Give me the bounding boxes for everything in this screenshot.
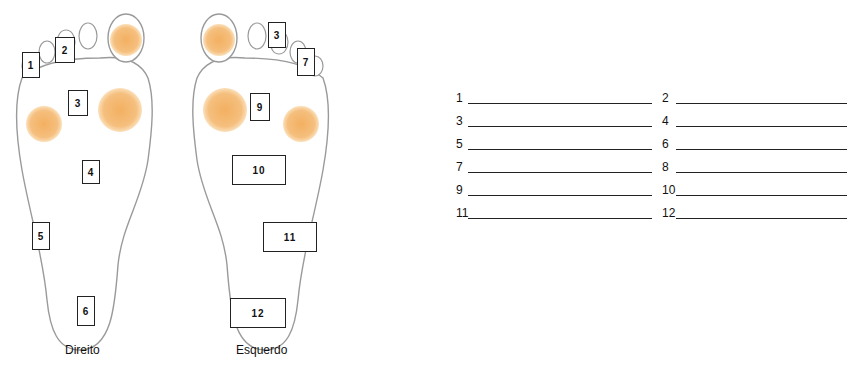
callout-number: 11	[284, 232, 297, 243]
answer-number: 7	[456, 161, 463, 173]
answer-number: 6	[662, 138, 669, 150]
callout-number: 5	[38, 231, 45, 242]
answer-lines	[468, 104, 847, 219]
callout-box: 3	[68, 90, 88, 116]
answer-number: 11	[456, 207, 468, 219]
answer-number: 8	[662, 161, 669, 173]
callout-box: 4	[82, 160, 100, 184]
answer-number: 3	[456, 115, 463, 127]
answer-number: 5	[456, 138, 463, 150]
foot-caption: Direito	[65, 344, 100, 356]
callout-number: 1	[28, 60, 35, 71]
callout-number: 7	[303, 57, 310, 68]
answer-number: 9	[456, 184, 463, 196]
callout-number: 4	[88, 167, 95, 178]
callout-number: 2	[62, 45, 69, 56]
left-foot	[193, 14, 329, 350]
callout-box: 9	[250, 93, 270, 121]
answer-number: 1	[456, 92, 463, 104]
foot-caption: Esquerdo	[236, 344, 287, 356]
answer-number: 2	[662, 92, 669, 104]
callout-number: 3	[274, 30, 281, 41]
callout-number: 9	[257, 102, 264, 113]
callout-box: 6	[77, 296, 95, 326]
callout-box: 3	[268, 22, 286, 48]
right-foot	[16, 14, 152, 350]
callout-box: 10	[232, 155, 286, 185]
callout-box: 7	[297, 48, 315, 76]
answer-number: 12	[662, 207, 675, 219]
callout-box: 11	[263, 222, 317, 252]
callout-number: 6	[83, 306, 90, 317]
callout-number: 12	[251, 308, 264, 319]
answer-number: 4	[662, 115, 669, 127]
callout-box: 2	[55, 37, 75, 63]
callout-box: 12	[230, 298, 286, 328]
callout-box: 1	[22, 52, 40, 78]
callout-number: 10	[252, 165, 265, 176]
callout-box: 5	[32, 222, 50, 250]
callout-number: 3	[75, 98, 82, 109]
answer-number: 10	[662, 184, 675, 196]
